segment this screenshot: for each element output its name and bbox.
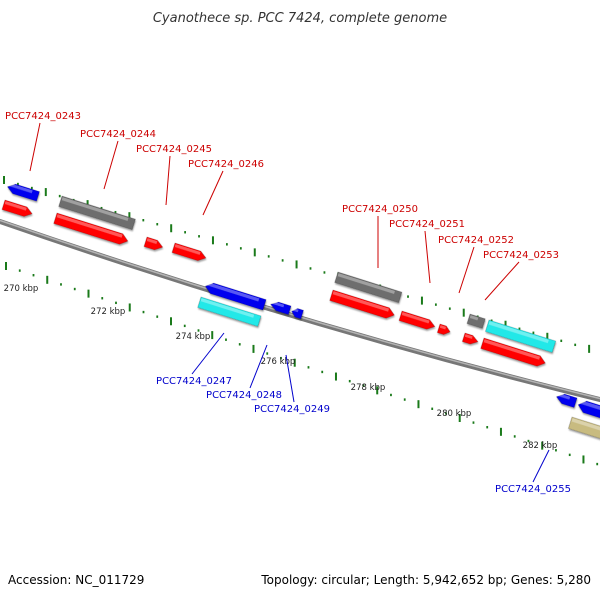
label-leader-line bbox=[458, 246, 475, 294]
accession-text: Accession: NC_011729 bbox=[8, 573, 145, 587]
gene-label: PCC7424_0243 bbox=[5, 111, 81, 122]
axis-tick-label: 278 kbp bbox=[351, 383, 386, 393]
gene-arrow-0254 bbox=[556, 393, 578, 408]
gene-label: PCC7424_0247 bbox=[156, 376, 232, 387]
gene-box-0244 bbox=[58, 195, 136, 231]
gene-arrow-0245 bbox=[143, 236, 164, 251]
label-leader-line bbox=[103, 140, 119, 190]
gene-arrow-0255 bbox=[577, 400, 600, 420]
label-leader-line bbox=[249, 344, 268, 389]
gene-label: PCC7424_0249 bbox=[254, 404, 330, 415]
axis-tick-labels: 270 kbp 272 kbp 274 kbp 276 kbp 278 kbp 280 k… bbox=[4, 284, 558, 451]
gene-label: PCC7424_0253 bbox=[483, 250, 559, 261]
gene-arrow-0248 bbox=[270, 301, 292, 315]
gene-box-0252 bbox=[466, 313, 486, 329]
gene-track bbox=[1, 183, 600, 441]
label-leader-line bbox=[424, 230, 431, 284]
label-leader-line bbox=[202, 170, 224, 216]
label-leader-line bbox=[191, 332, 225, 375]
axis-tick-label: 276 kbp bbox=[261, 357, 296, 367]
label-leader-line bbox=[484, 261, 520, 301]
gene-label: PCC7424_0245 bbox=[136, 144, 212, 155]
gene-box-0247 bbox=[197, 296, 262, 327]
gene-arrow-0243b bbox=[1, 199, 33, 217]
gene-label: PCC7424_0255 bbox=[495, 484, 571, 495]
axis-tick-label: 270 kbp bbox=[4, 284, 39, 294]
gene-arrow-0250 bbox=[329, 289, 395, 319]
inner-tick-track bbox=[5, 262, 599, 466]
gene-arrow-0252 bbox=[436, 323, 451, 335]
axis-tick-label: 280 kbp bbox=[437, 409, 472, 419]
label-leader-line bbox=[285, 354, 295, 403]
label-leader-line bbox=[29, 122, 41, 172]
gene-arrow-0243 bbox=[7, 183, 40, 202]
axis-tick-label: 272 kbp bbox=[91, 307, 126, 317]
gene-arrow-0249 bbox=[291, 308, 304, 320]
gene-label: PCC7424_0248 bbox=[206, 390, 282, 401]
gene-label: PCC7424_0246 bbox=[188, 159, 264, 170]
gene-box-0253 bbox=[485, 319, 557, 353]
map-title: Cyanothece sp. PCC 7424, complete genome bbox=[153, 11, 447, 26]
gene-arrow-0253a bbox=[461, 332, 479, 345]
label-leader-line bbox=[165, 155, 171, 206]
gene-label: PCC7424_0250 bbox=[342, 204, 418, 215]
axis-tick-label: 282 kbp bbox=[523, 441, 558, 451]
gene-arrow-0251 bbox=[398, 310, 436, 330]
gene-box-0250 bbox=[334, 271, 403, 304]
gene-label: PCC7424_0251 bbox=[389, 219, 465, 230]
label-leader-lines bbox=[29, 122, 550, 483]
label-leader-line bbox=[532, 449, 550, 483]
gene-arrow-0246 bbox=[171, 242, 207, 261]
axis-tick-label: 274 kbp bbox=[176, 332, 211, 342]
gene-label: PCC7424_0244 bbox=[80, 129, 156, 140]
genome-summary-text: Topology: circular; Length: 5,942,652 bp… bbox=[261, 573, 591, 587]
gene-box-0255 bbox=[568, 416, 600, 441]
gene-label: PCC7424_0252 bbox=[438, 235, 514, 246]
gene-labels: PCC7424_0243PCC7424_0244PCC7424_0245PCC7… bbox=[5, 111, 571, 495]
gene-arrow-0247 bbox=[204, 282, 267, 311]
gene-arrow-0244 bbox=[53, 212, 129, 245]
gene-arrow-0253 bbox=[480, 337, 546, 367]
